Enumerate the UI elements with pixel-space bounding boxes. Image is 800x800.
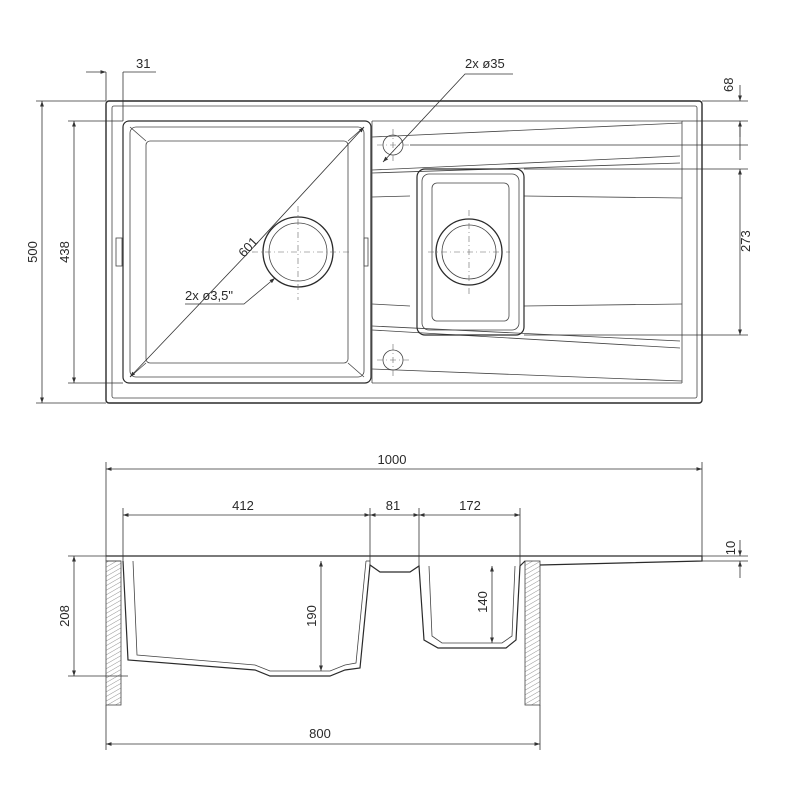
dim-cabinet-width: 800: [309, 726, 331, 741]
cabinet-wall-left: [105, 560, 122, 706]
dim-top-margin: 68: [721, 78, 736, 92]
main-drain-icon: [252, 206, 352, 300]
dim-drain-holes: 2x ø3,5": [185, 288, 233, 303]
side-view: 1000 412 81 172 10 208 190 140: [57, 452, 748, 750]
tap-hole-icon: [377, 129, 409, 376]
dim-total-width: 1000: [378, 452, 407, 467]
dim-gap-width: 81: [386, 498, 400, 513]
drainboard: [371, 120, 683, 384]
dim-rim-thickness: 10: [723, 541, 738, 555]
dim-tap-holes: 2x ø35: [465, 56, 505, 71]
dim-height-inner: 438: [57, 241, 72, 263]
dim-small-bowl-width: 172: [459, 498, 481, 513]
top-view: 31 2x ø35 68 273 500 438 601: [25, 56, 753, 404]
dim-offset-left: 31: [136, 56, 150, 71]
dim-big-bowl-depth: 190: [304, 605, 319, 627]
dim-small-bowl-depth: 140: [475, 591, 490, 613]
dim-diagonal: 601: [235, 234, 261, 260]
small-bowl: [416, 168, 525, 336]
dim-total-depth: 208: [57, 605, 72, 627]
overflow-slot: [115, 237, 123, 267]
dim-big-bowl-width: 412: [232, 498, 254, 513]
sink-profile: [105, 555, 703, 677]
cabinet-wall-right: [524, 560, 541, 706]
dim-small-bowl-height: 273: [738, 230, 753, 252]
sink-outline: [105, 100, 703, 404]
dim-height-total: 500: [25, 241, 40, 263]
